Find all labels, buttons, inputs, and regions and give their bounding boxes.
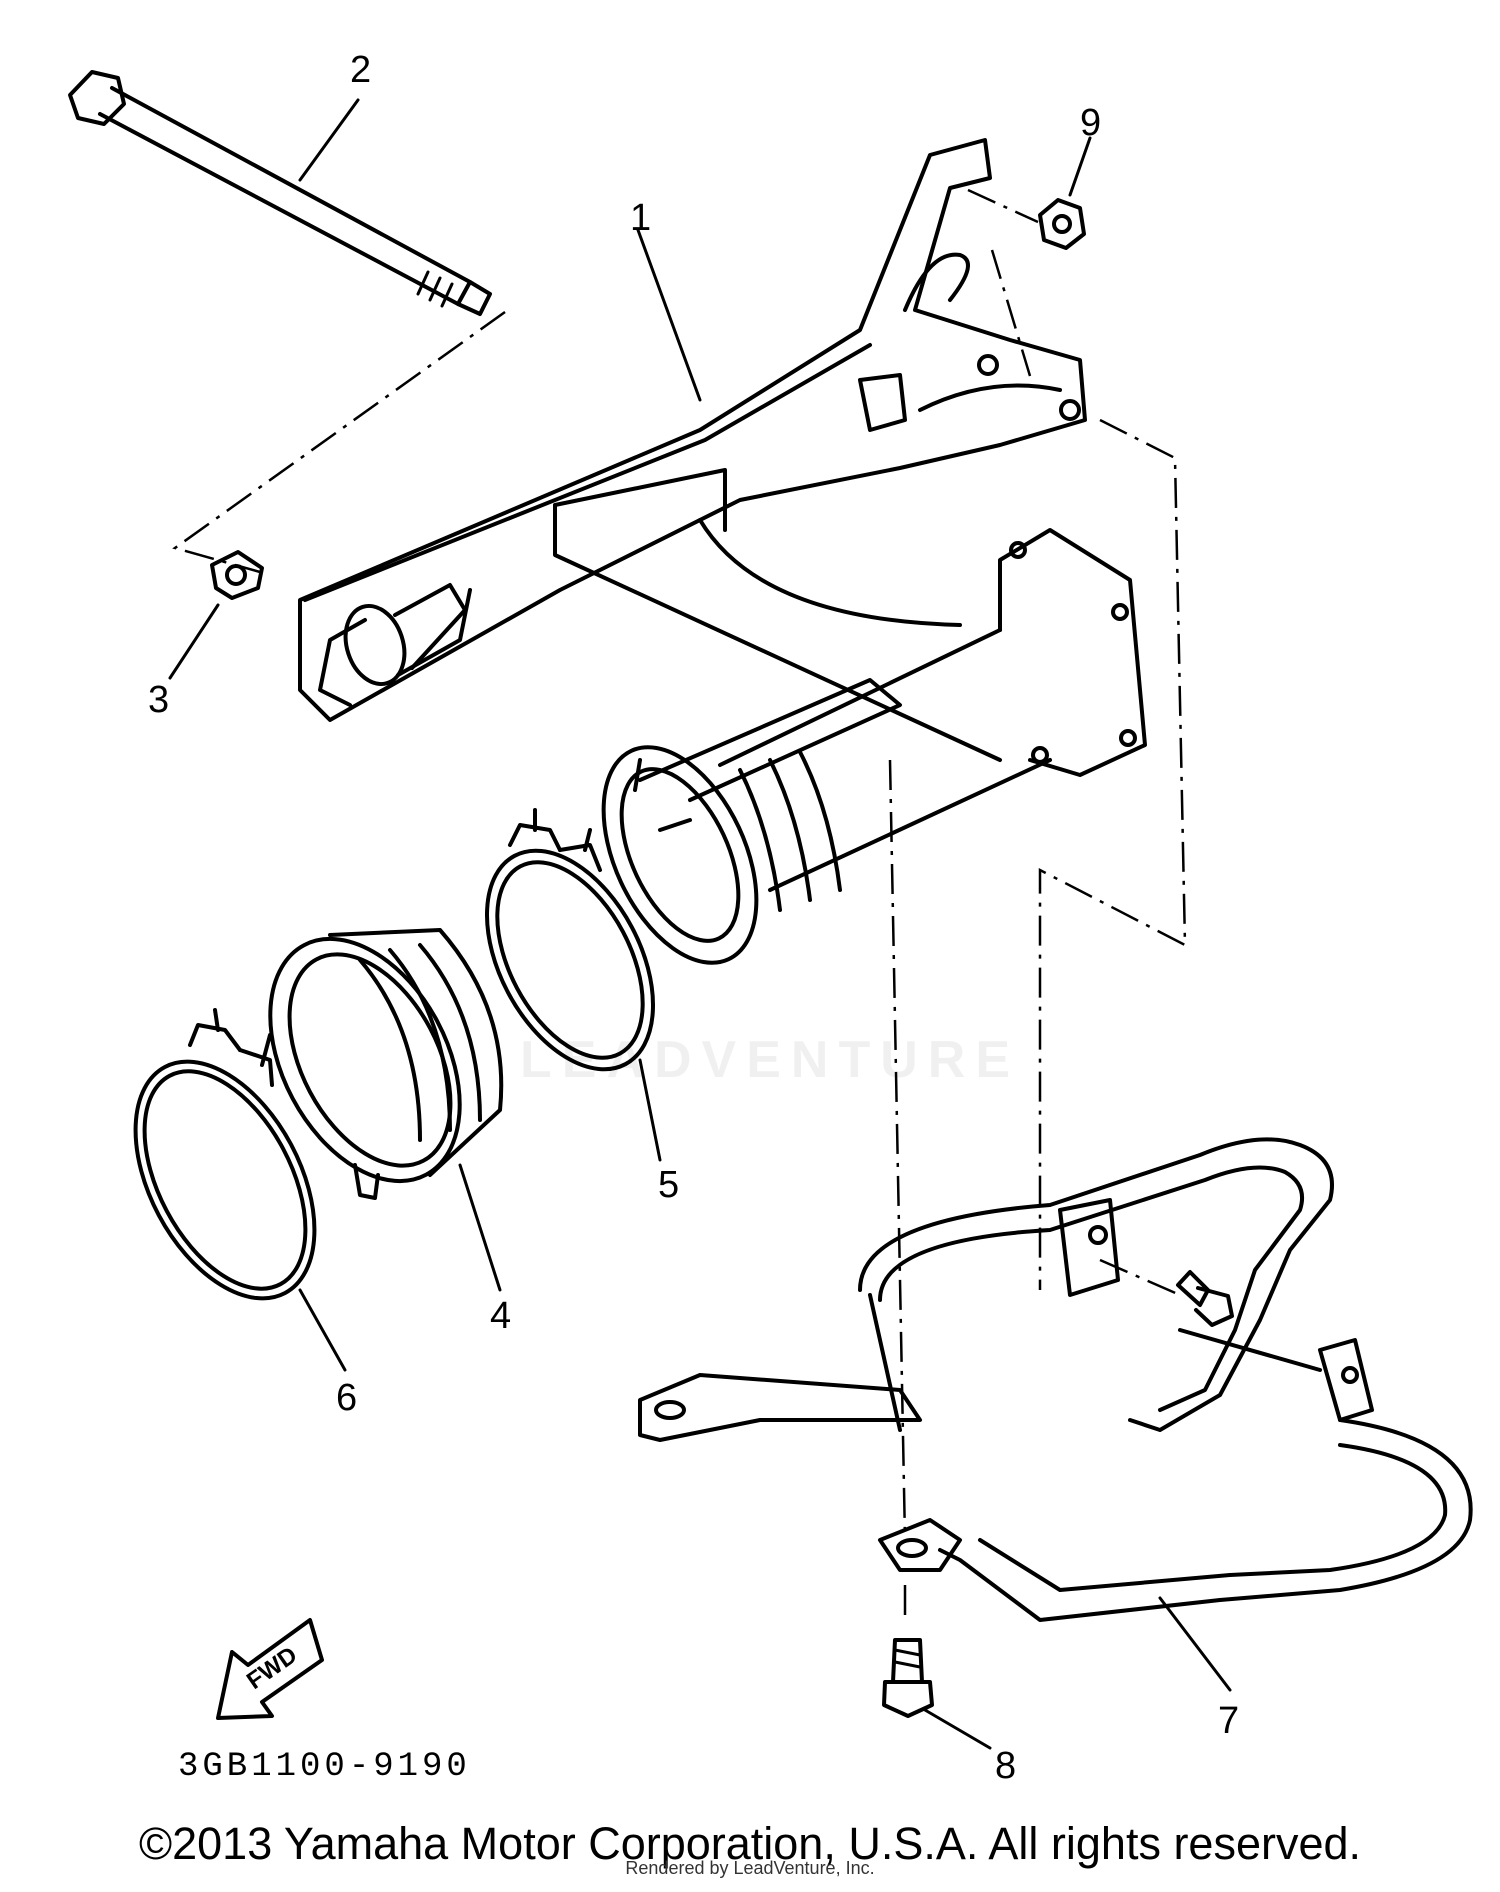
callout-9: 9: [1080, 102, 1101, 144]
callout-4: 4: [490, 1295, 511, 1337]
callout-5: 5: [658, 1164, 679, 1206]
part-9-nut[interactable]: [1038, 198, 1086, 250]
part-6-boot-band[interactable]: [99, 1008, 352, 1328]
rendered-by-notice: Rendered by LeadVenture, Inc.: [625, 1858, 875, 1878]
callout-2: 2: [350, 49, 371, 91]
fwd-arrow-icon: FWD: [216, 1618, 324, 1720]
callout-7: 7: [1218, 1700, 1239, 1742]
part-3-clip[interactable]: [210, 550, 264, 600]
leader-axis-8: [888, 759, 907, 1620]
callout-3: 3: [148, 679, 169, 721]
part-4-boot[interactable]: [232, 907, 504, 1214]
copyright-notice: ©2013 Yamaha Motor Corporation, U.S.A. A…: [138, 1818, 1362, 1869]
leadventure-watermark: LEADVENTURE: [520, 1031, 1021, 1089]
leader-axis-2: [172, 310, 506, 574]
callout-1: 1: [630, 197, 651, 239]
leader-axis-9: [967, 188, 1039, 377]
callout-8: 8: [995, 1745, 1016, 1787]
callout-6: 6: [336, 1377, 357, 1419]
guard-mount-bolt[interactable]: [1176, 1270, 1234, 1327]
part-7-guard[interactable]: [638, 1137, 1473, 1622]
axle-housing[interactable]: [572, 628, 1052, 987]
diagram-code: 3GB1100-9190: [178, 1748, 471, 1786]
part-5-boot-band[interactable]: [453, 808, 687, 1097]
part-2-pivot-shaft[interactable]: [68, 70, 492, 316]
callout-leaders: [168, 98, 1232, 1750]
leader-axis-7: [1038, 418, 1187, 1290]
part-1-swingarm[interactable]: [298, 138, 1147, 777]
part-8-bolt[interactable]: [882, 1638, 934, 1718]
leader-axis-bolt: [1099, 1258, 1181, 1297]
